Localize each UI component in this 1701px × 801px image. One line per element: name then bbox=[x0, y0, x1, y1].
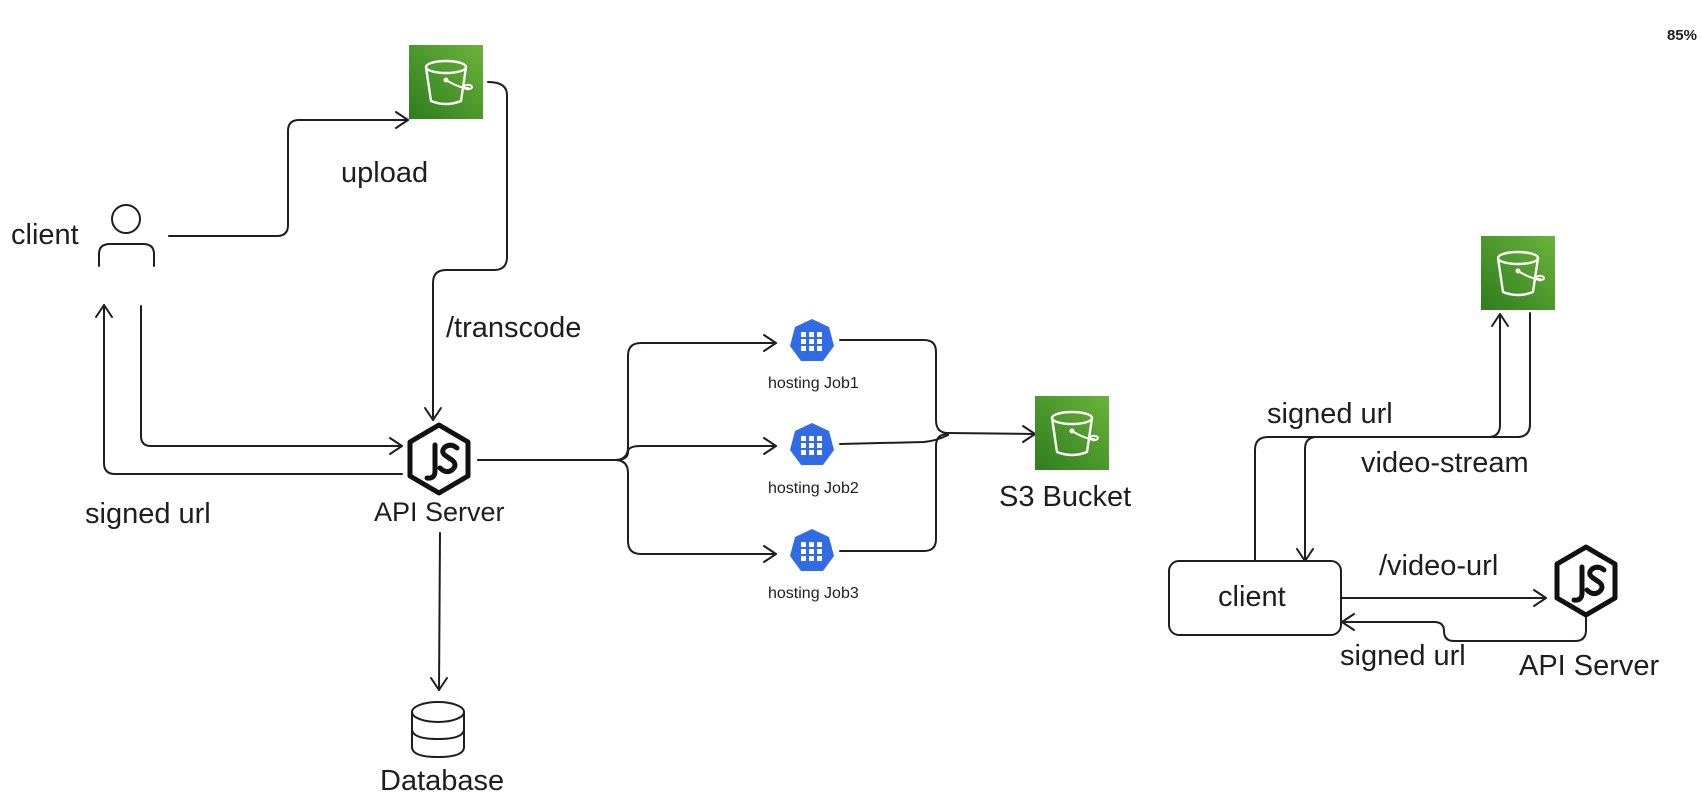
arrow-api-database bbox=[430, 532, 448, 691]
kubernetes-job-icon[interactable] bbox=[790, 319, 834, 361]
arrow-s3-transcode bbox=[424, 81, 508, 421]
zoom-indicator[interactable]: 85% bbox=[1666, 27, 1697, 44]
database-label: Database bbox=[380, 765, 505, 797]
client-box[interactable] bbox=[1168, 560, 1342, 636]
s3-bucket-label: S3 Bucket bbox=[999, 481, 1132, 513]
job3-label: hosting Job3 bbox=[768, 585, 859, 602]
client-label: client bbox=[11, 219, 79, 251]
upload-label: upload bbox=[341, 157, 429, 189]
client-box-label: client bbox=[1218, 581, 1286, 613]
arrow-s3-video-stream bbox=[1296, 312, 1531, 562]
nodejs-icon[interactable] bbox=[410, 425, 468, 493]
signed-url-label: signed url bbox=[85, 498, 211, 530]
database-icon[interactable] bbox=[411, 701, 465, 759]
kubernetes-job-icon[interactable] bbox=[790, 529, 834, 571]
video-stream-label: video-stream bbox=[1361, 447, 1529, 479]
api-server-label: API Server bbox=[1519, 650, 1660, 682]
job2-label: hosting Job2 bbox=[768, 480, 859, 497]
user-icon[interactable] bbox=[98, 204, 155, 267]
arrows-api-jobs bbox=[477, 334, 777, 563]
arrows-jobs-s3 bbox=[839, 339, 1036, 552]
arrow-client-api bbox=[140, 305, 403, 455]
api-server-label: API Server bbox=[374, 497, 505, 527]
s3-bucket-icon[interactable] bbox=[407, 43, 485, 121]
arrow-client-video-url bbox=[1341, 589, 1547, 607]
job1-label: hosting Job1 bbox=[768, 375, 859, 392]
arrow-client-upload bbox=[168, 111, 409, 237]
s3-bucket-icon[interactable] bbox=[1033, 394, 1111, 472]
nodejs-icon[interactable] bbox=[1557, 547, 1615, 615]
video-url-label: /video-url bbox=[1379, 550, 1499, 582]
arrow-api-signed-url-right bbox=[1341, 613, 1587, 642]
s3-bucket-icon[interactable] bbox=[1479, 234, 1557, 312]
kubernetes-job-icon[interactable] bbox=[790, 423, 834, 465]
transcode-label: /transcode bbox=[446, 312, 582, 344]
signed-url-label: signed url bbox=[1340, 640, 1466, 672]
arrow-api-signed-url bbox=[95, 304, 403, 475]
signed-url-label: signed url bbox=[1267, 398, 1393, 430]
